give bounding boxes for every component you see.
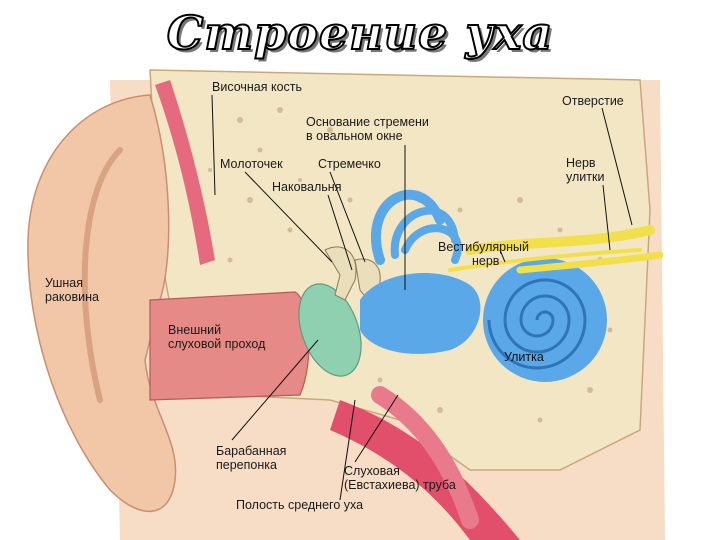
auricle-shape — [27, 94, 177, 513]
eustachian-tube-shape — [371, 386, 479, 529]
label-stapes-base-line1: Основание стремени — [306, 115, 429, 129]
label-cochlea: Улитка — [504, 350, 544, 364]
label-stapes: Стремечко — [318, 157, 381, 171]
label-eardrum-line2: перепонка — [216, 458, 277, 472]
label-opening: Отверстие — [562, 94, 624, 108]
label-incus: Наковальня — [272, 180, 342, 194]
label-middle-ear: Полость среднего уха — [236, 498, 364, 512]
label-temporal-bone: Височная кость — [212, 80, 303, 94]
label-eardrum-line1: Барабанная — [216, 444, 287, 458]
label-vestibular-nerve-line1: Вестибулярный — [438, 240, 529, 254]
inner-ear — [370, 189, 462, 265]
label-ear-canal-line2: слуховой проход — [168, 337, 266, 351]
nerves — [448, 225, 664, 274]
label-vestibular-nerve-line2: нерв — [472, 254, 500, 268]
label-eustachian-line1: Слуховая — [344, 464, 400, 478]
label-eustachian-line2: (Евстахиева) труба — [344, 478, 456, 492]
auricle-fold — [81, 147, 123, 403]
page-title: Строение уха — [166, 5, 554, 61]
label-ear-canal-line1: Внешний — [168, 323, 222, 337]
leader-lines — [211, 94, 633, 501]
label-auricle-line2: раковина — [45, 290, 99, 304]
label-auricle-line1: Ушная — [45, 276, 84, 290]
cochlea-shape — [483, 258, 607, 382]
label-cochlear-nerve-line2: улитки — [566, 170, 605, 184]
eardrum-shape — [298, 283, 362, 377]
tissue-band-upper — [155, 80, 215, 265]
vestibule-shape — [360, 273, 481, 354]
label-malleus: Молоточек — [220, 157, 283, 171]
label-cochlear-nerve-line1: Нерв — [566, 156, 596, 170]
label-stapes-base-line2: в овальном окне — [306, 129, 403, 143]
